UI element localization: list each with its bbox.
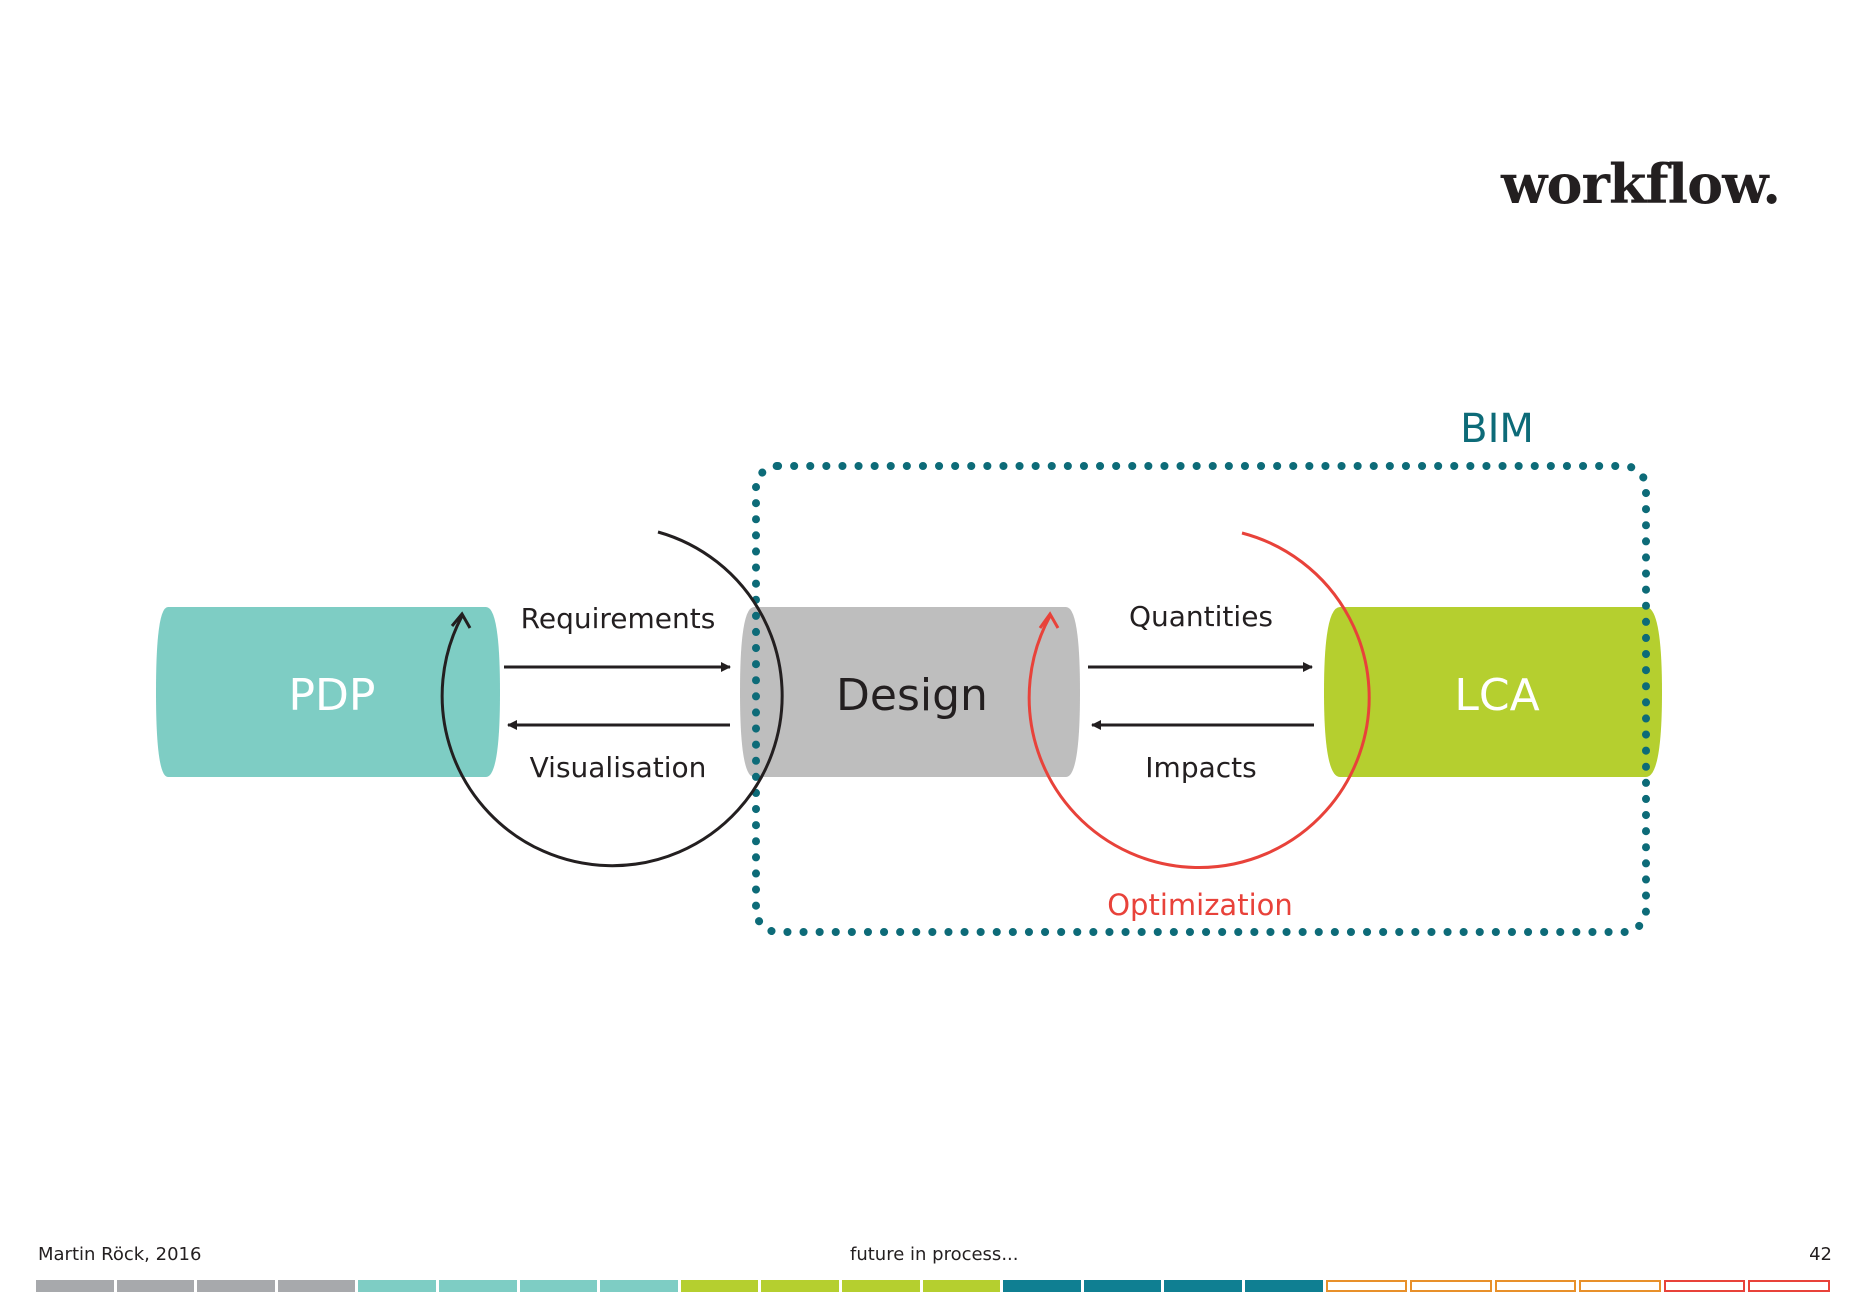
progress-segment	[197, 1280, 275, 1292]
pdp-node: PDP	[156, 607, 500, 777]
lca-label: LCA	[1454, 670, 1539, 721]
bim-boundary	[752, 462, 1650, 936]
progress-segment	[841, 1280, 920, 1292]
loop-arrowhead-red	[1038, 611, 1060, 629]
optimization-loop	[1027, 531, 1371, 869]
progress-segment	[1003, 1280, 1081, 1292]
progress-segment	[1748, 1280, 1831, 1292]
pdp-shape	[156, 607, 500, 777]
bim-label: BIM	[1460, 406, 1534, 452]
progress-segment	[1494, 1280, 1577, 1292]
progress-segment	[36, 1280, 114, 1292]
progress-segment	[1663, 1280, 1746, 1292]
progress-segment	[600, 1280, 678, 1292]
design-node: Design	[740, 607, 1080, 777]
progress-segment	[358, 1280, 436, 1292]
requirements-label: Requirements	[521, 602, 716, 635]
optimization-label: Optimization	[1107, 888, 1293, 922]
lca-shape	[1324, 607, 1662, 777]
loop-arrowhead-black	[450, 611, 472, 629]
progress-segment	[761, 1280, 839, 1292]
design-shape	[740, 607, 1080, 777]
progress-segment	[1579, 1280, 1661, 1292]
progress-segment	[1325, 1280, 1408, 1292]
feedback-loop-black	[440, 530, 784, 868]
progress-segment	[1244, 1280, 1323, 1292]
quantities-label: Quantities	[1129, 600, 1273, 633]
footer-tagline: future in process...	[850, 1244, 1019, 1265]
progress-segment	[519, 1280, 598, 1292]
design-label: Design	[836, 670, 988, 721]
lca-node: LCA	[1324, 607, 1662, 777]
progress-segment	[116, 1280, 195, 1292]
progress-bar	[36, 1280, 1831, 1292]
progress-segment	[277, 1280, 356, 1292]
impacts-label: Impacts	[1145, 751, 1256, 784]
footer-page-number: 42	[1809, 1244, 1832, 1265]
progress-segment	[1410, 1280, 1492, 1292]
progress-segment	[680, 1280, 759, 1292]
progress-segment	[438, 1280, 517, 1292]
visualisation-label: Visualisation	[530, 751, 707, 784]
footer-author: Martin Röck, 2016	[38, 1244, 202, 1265]
progress-segment	[1164, 1280, 1242, 1292]
pdp-label: PDP	[289, 670, 376, 721]
progress-segment	[1083, 1280, 1162, 1292]
slide-title: workflow.	[1501, 152, 1781, 216]
progress-segment	[922, 1280, 1001, 1292]
